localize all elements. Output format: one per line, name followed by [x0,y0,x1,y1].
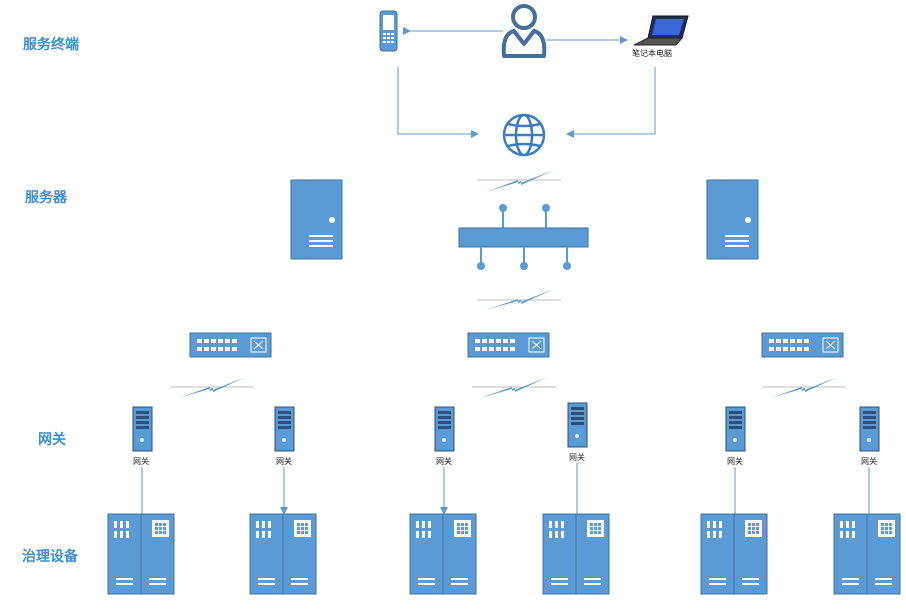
gateway-label-6: 网关 [861,456,877,466]
lightning-link-icon [478,289,561,310]
top-connections [397,27,656,138]
laptop-label: 笔记本电脑 [632,48,672,58]
server-icon [706,179,759,260]
gateway-connectors [141,463,870,515]
tower-server-icon [859,406,880,452]
tower-server-icon [725,406,746,452]
label-servers: 服务器 [25,190,67,206]
tower-server-icon [274,406,295,452]
gateway-label-4: 网关 [569,452,585,462]
mobile-phone-icon [379,10,398,52]
lightning-link-icon [478,170,561,192]
lightning-link-icon [472,377,556,398]
tower-server-icon [434,406,455,452]
gateway-label-2: 网关 [276,456,292,466]
network-switch-icon [467,332,550,358]
gateway-label-1: 网关 [133,456,149,466]
network-hub-icon [458,204,589,270]
tower-server-icon [567,402,588,448]
equipment-cabinet-icon [107,513,175,595]
equipment-cabinet-icon [542,513,610,595]
gateway-label-5: 网关 [727,456,743,466]
equipment-cabinet-icon [833,513,901,595]
label-terminals: 服务终端 [23,37,79,53]
label-gateways: 网关 [38,432,66,448]
network-switch-icon [189,332,272,358]
lightning-link-icon [170,377,254,398]
equipment-cabinet-icon [249,513,317,595]
tower-server-icon [132,406,153,452]
laptop-icon [633,15,689,46]
equipment-cabinet-icon [409,513,477,595]
network-switch-icon [761,332,844,358]
gateway-label-3: 网关 [436,456,452,466]
server-icon [290,179,343,260]
lightning-link-icon [762,377,846,398]
label-devices: 治理设备 [22,549,78,565]
equipment-cabinet-icon [700,513,768,595]
globe-icon [502,113,546,157]
user-icon [501,4,547,58]
